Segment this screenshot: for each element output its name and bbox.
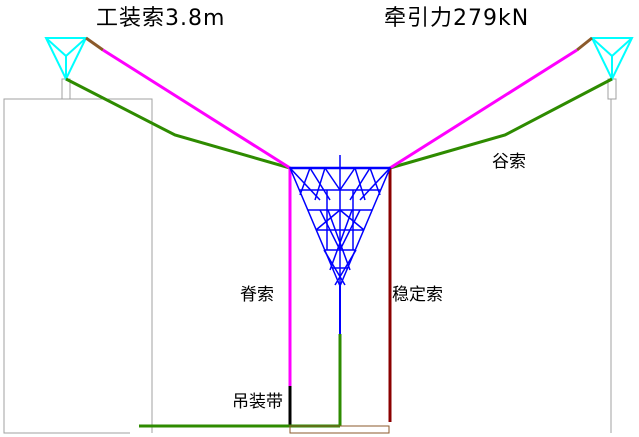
base-plate bbox=[289, 425, 390, 434]
left-pylon-cap bbox=[44, 37, 88, 82]
right-brown-link bbox=[576, 36, 593, 52]
left-brown-link bbox=[85, 36, 104, 52]
left-install-cable bbox=[102, 48, 291, 170]
right-install-cable bbox=[389, 48, 578, 170]
valley-cable-label: 谷索 bbox=[492, 152, 526, 172]
ridge-cable-label: 脊索 bbox=[240, 285, 274, 305]
left-structure-outline bbox=[3, 98, 153, 434]
right-valley-cable bbox=[389, 77, 613, 170]
lifting-strap-label: 吊装带 bbox=[232, 392, 283, 412]
central-truss bbox=[288, 155, 392, 288]
traction-force-label: 牵引力279kN bbox=[384, 6, 530, 31]
left-valley-cable bbox=[65, 77, 291, 170]
right-pylon-cap bbox=[590, 37, 634, 82]
install-cable-label: 工装索3.8m bbox=[96, 6, 226, 31]
stabilizing-cable-label: 稳定索 bbox=[392, 285, 443, 305]
